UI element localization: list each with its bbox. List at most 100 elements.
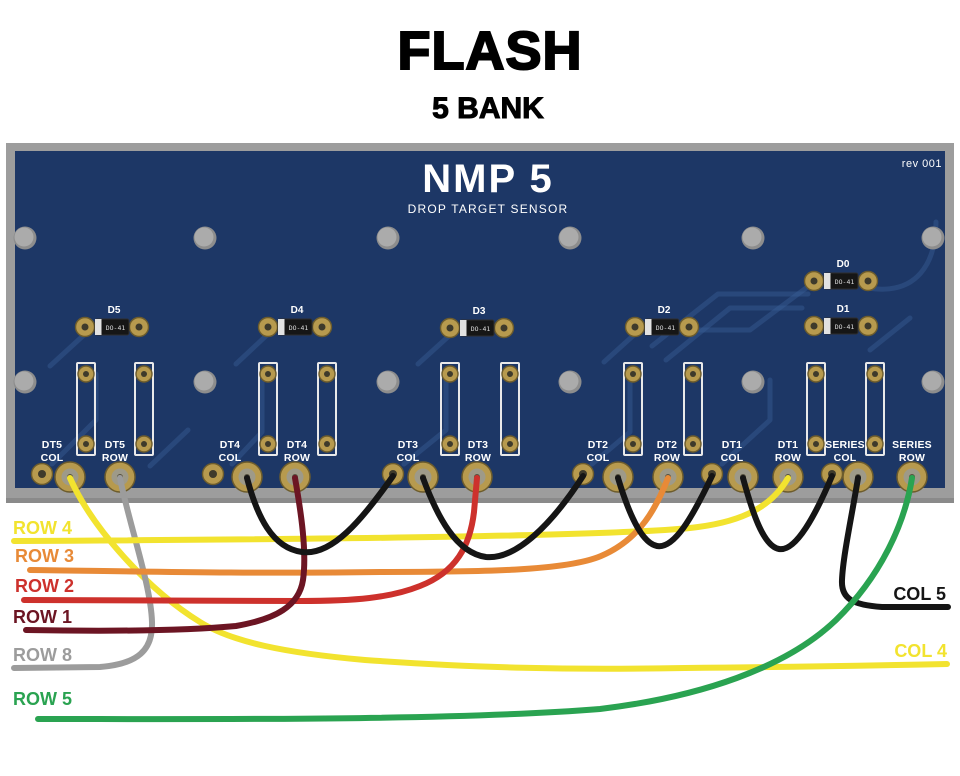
wire-col4 bbox=[67, 475, 950, 672]
diode-package-label: DO-41 bbox=[835, 323, 855, 331]
diode-band bbox=[824, 273, 831, 289]
copper-trace bbox=[47, 331, 88, 369]
copper-trace bbox=[233, 331, 271, 367]
board-title: NMP 5 bbox=[422, 157, 554, 201]
diode-ref-label: D2 bbox=[658, 305, 671, 316]
switch-footprint bbox=[500, 362, 520, 456]
copper-trace bbox=[867, 315, 913, 353]
wire-row4 bbox=[11, 475, 791, 544]
terminal-label: DT3 bbox=[398, 439, 418, 451]
copper-trace bbox=[147, 427, 191, 469]
wire-row5 bbox=[35, 475, 915, 723]
copper-trace bbox=[589, 371, 633, 467]
mount-hole bbox=[921, 226, 945, 250]
diode-D2: DO-41 D2 bbox=[624, 305, 700, 338]
terminal-label: DT1 bbox=[722, 439, 742, 451]
jumper-wire-dt3-col bbox=[420, 473, 586, 561]
board-revision: rev 001 bbox=[902, 158, 942, 170]
terminal-label: SERIES bbox=[892, 439, 932, 451]
diode-package-label: DO-41 bbox=[835, 278, 855, 286]
copper-trace bbox=[719, 377, 773, 467]
wire-harness: COL 4 ROW 8 ROW 4 ROW 3 ROW 2 ROW 1 COL 5 ROW 5 bbox=[11, 473, 951, 723]
diode-band bbox=[278, 319, 285, 335]
mount-hole bbox=[558, 370, 582, 394]
copper-trace bbox=[663, 305, 805, 363]
diode-D4: DO-41 D4 bbox=[257, 305, 333, 338]
diode-ref-label: D1 bbox=[837, 304, 850, 315]
page-subtitle: 5 BANK bbox=[432, 92, 544, 125]
mount-hole bbox=[558, 226, 582, 250]
terminal-label: ROW bbox=[899, 452, 925, 464]
terminal-label: ROW bbox=[284, 452, 310, 464]
mount-hole bbox=[741, 226, 765, 250]
switch-footprint bbox=[258, 362, 278, 456]
terminal-label: DT5 bbox=[42, 439, 62, 451]
wire-label-col4: COL 4 bbox=[894, 641, 947, 661]
terminal-label: COL bbox=[721, 452, 744, 464]
diode-D0: DO-41 D0 bbox=[803, 259, 879, 292]
diode-package-label: DO-41 bbox=[106, 324, 126, 332]
diode-package-label: DO-41 bbox=[656, 324, 676, 332]
switch-footprint bbox=[317, 362, 337, 456]
terminal-label: COL bbox=[219, 452, 242, 464]
mount-hole bbox=[13, 226, 37, 250]
wire-label-row2: ROW 2 bbox=[15, 576, 74, 596]
terminal-label: SERIES bbox=[825, 439, 865, 451]
wire-row8 bbox=[11, 475, 156, 671]
mount-hole bbox=[376, 370, 400, 394]
terminal-label: ROW bbox=[654, 452, 680, 464]
terminal-label: COL bbox=[397, 452, 420, 464]
diode-ref-label: D4 bbox=[291, 305, 304, 316]
mount-hole bbox=[376, 226, 400, 250]
switch-footprint bbox=[865, 362, 885, 456]
switch-footprint bbox=[134, 362, 154, 456]
switch-footprint bbox=[76, 362, 96, 456]
jumper-wire-dt2-col bbox=[615, 473, 715, 550]
copper-trace bbox=[401, 371, 449, 467]
terminal-label: DT4 bbox=[220, 439, 240, 451]
mount-hole bbox=[193, 226, 217, 250]
jumper-wire-dt1-col bbox=[740, 473, 835, 553]
mount-hole bbox=[741, 370, 765, 394]
board-frame-shadow bbox=[6, 498, 954, 503]
diode-D5: DO-41 D5 bbox=[74, 305, 150, 338]
terminal-label: DT3 bbox=[468, 439, 488, 451]
copper-trace bbox=[601, 331, 638, 365]
diode-band bbox=[645, 319, 652, 335]
wire-label-row1: ROW 1 bbox=[13, 607, 72, 627]
wire-col5 bbox=[838, 475, 951, 610]
diode-band bbox=[460, 320, 467, 336]
wire-label-row3: ROW 3 bbox=[15, 546, 74, 566]
diode-ref-label: D0 bbox=[837, 259, 850, 270]
pcb-board: DO-41D0DO-41D1DO-41D2DO-41D3DO-41D4DO-41… bbox=[6, 143, 954, 503]
switch-footprint bbox=[440, 362, 460, 456]
wire-label-col5: COL 5 bbox=[893, 584, 946, 604]
diode-ref-label: D5 bbox=[108, 305, 121, 316]
diode-package-label: DO-41 bbox=[289, 324, 309, 332]
copper-trace bbox=[229, 371, 265, 467]
page-title: FLASH bbox=[398, 21, 583, 81]
diode-ref-label: D3 bbox=[473, 306, 486, 317]
switch-footprint bbox=[806, 362, 826, 456]
terminal-label: COL bbox=[587, 452, 610, 464]
terminal-label: ROW bbox=[465, 452, 491, 464]
wire-label-row8: ROW 8 bbox=[13, 645, 72, 665]
mount-hole bbox=[193, 370, 217, 394]
terminal-label: DT5 bbox=[105, 439, 125, 451]
wire-row2 bbox=[21, 475, 480, 605]
wire-row1 bbox=[23, 475, 308, 634]
wire-label-row5: ROW 5 bbox=[13, 689, 72, 709]
jumper-wire-dt4-col bbox=[244, 473, 396, 556]
wire-label-row4: ROW 4 bbox=[13, 518, 72, 538]
terminal-label: DT2 bbox=[588, 439, 608, 451]
terminal-label: COL bbox=[41, 452, 64, 464]
copper-trace bbox=[415, 332, 453, 367]
diode-D3: DO-41 D3 bbox=[439, 306, 515, 339]
mount-hole bbox=[13, 370, 37, 394]
switch-footprint bbox=[623, 362, 643, 456]
terminal-label: DT4 bbox=[287, 439, 307, 451]
terminal-label: COL bbox=[834, 452, 857, 464]
diode-package-label: DO-41 bbox=[471, 325, 491, 333]
terminal-label: ROW bbox=[102, 452, 128, 464]
